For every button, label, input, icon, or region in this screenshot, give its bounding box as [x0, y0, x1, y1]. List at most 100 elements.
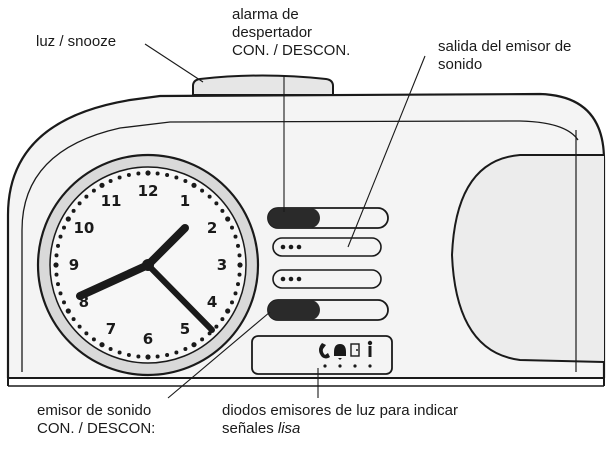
- label-line: señales lisa: [222, 420, 458, 438]
- minute-dot: [233, 291, 238, 296]
- label-leds: diodos emisores de luz para indicar seña…: [222, 402, 458, 438]
- label-text: señales: [222, 420, 278, 437]
- alarm-slider-switch: [267, 207, 389, 229]
- hour-hand: [144, 224, 189, 269]
- minute-dot: [58, 234, 63, 239]
- minute-dot: [117, 350, 122, 355]
- handle-recess: [450, 154, 605, 363]
- label-line: alarma de: [232, 6, 299, 23]
- minute-dot: [183, 179, 188, 183]
- label-line: sonido: [438, 56, 483, 73]
- person-icon: [367, 340, 373, 357]
- minute-dot: [214, 201, 219, 206]
- clock-number: 10: [73, 219, 94, 237]
- minute-dot: [136, 354, 141, 359]
- minute-dot: [191, 342, 197, 348]
- minute-dot: [56, 243, 60, 248]
- label-line: CON. / DESCON:: [37, 420, 156, 437]
- minute-dot: [220, 208, 225, 213]
- led-panel: [251, 335, 393, 375]
- minute-dot: [99, 182, 105, 188]
- minute-dot: [214, 324, 219, 329]
- label-line: CON. / DESCON.: [232, 42, 351, 59]
- minute-dot: [191, 182, 197, 188]
- clock-number: 4: [207, 293, 217, 311]
- clock-number: 1: [180, 192, 190, 210]
- minute-dot: [136, 171, 141, 176]
- minute-dot: [84, 194, 89, 199]
- minute-dot: [174, 350, 179, 355]
- minute-dot: [230, 300, 234, 305]
- minute-dot: [62, 225, 66, 230]
- minute-dot: [54, 253, 59, 258]
- minute-dot: [225, 216, 231, 222]
- minute-dot: [155, 171, 160, 176]
- minute-dot: [155, 354, 160, 359]
- sound-slider-switch: [267, 299, 389, 321]
- clock-number: 9: [69, 256, 79, 274]
- minute-dot: [91, 188, 96, 193]
- minute-dot: [237, 262, 243, 268]
- label-line: luz / snooze: [36, 33, 117, 50]
- led: [368, 364, 372, 368]
- hour-hand-2: [76, 261, 152, 300]
- clock-number: 12: [138, 182, 159, 200]
- minute-dot: [99, 342, 105, 348]
- minute-dot: [58, 291, 63, 296]
- minute-dot: [77, 201, 82, 206]
- clock-number: 5: [180, 320, 190, 338]
- clock-number: 7: [106, 320, 116, 338]
- minute-hand: [145, 262, 215, 333]
- led: [338, 364, 342, 368]
- minute-dot: [220, 317, 225, 322]
- minute-dot: [145, 170, 151, 176]
- minute-dot: [165, 173, 170, 177]
- minute-dot: [77, 324, 82, 329]
- label-line: salida del emisor de: [438, 38, 572, 55]
- minute-dot: [236, 243, 240, 248]
- minute-dot: [108, 347, 113, 351]
- minute-dot: [230, 225, 234, 230]
- label-alarm-switch: alarma de despertador CON. / DESCON.: [232, 6, 350, 60]
- minute-dot: [237, 253, 242, 258]
- clock-number: 3: [217, 256, 227, 274]
- door-icon: [350, 343, 360, 357]
- minute-dot: [54, 272, 59, 277]
- minute-dot: [126, 173, 131, 177]
- clock-number: 2: [207, 219, 217, 237]
- sound-outlet-lower: [272, 269, 382, 289]
- minute-dot: [65, 308, 71, 314]
- minute-dot: [84, 331, 89, 336]
- minute-dot: [53, 262, 59, 268]
- minute-dot: [71, 208, 76, 213]
- phone-handset-icon: [319, 343, 330, 359]
- label-line: despertador: [232, 24, 313, 41]
- sound-outlet-upper: [272, 237, 382, 257]
- minute-dot: [145, 354, 151, 360]
- label-sound-switch: emisor de sonido CON. / DESCON:: [37, 402, 155, 438]
- minute-dot: [65, 216, 71, 222]
- minute-dot: [71, 317, 76, 322]
- led: [353, 364, 357, 368]
- minute-dot: [108, 179, 113, 183]
- minute-dot: [200, 337, 205, 342]
- minute-dot: [233, 234, 238, 239]
- minute-dot: [126, 353, 131, 357]
- minute-dot: [117, 175, 122, 180]
- clock-number: 11: [101, 192, 122, 210]
- minute-dot: [165, 353, 170, 357]
- label-light-snooze: luz / snooze: [36, 33, 116, 51]
- minute-dot: [56, 282, 60, 287]
- minute-dot: [237, 272, 242, 277]
- minute-dot: [183, 347, 188, 351]
- minute-dot: [174, 175, 179, 180]
- minute-dot: [91, 337, 96, 342]
- label-line: diodos emisores de luz para indicar: [222, 402, 458, 419]
- label-sound-outlet: salida del emisor de sonido: [438, 38, 571, 74]
- snooze-button: [192, 74, 334, 96]
- minute-dot: [200, 188, 205, 193]
- clock-number: 6: [143, 330, 153, 348]
- minute-dot: [62, 300, 66, 305]
- minute-dot: [207, 194, 212, 199]
